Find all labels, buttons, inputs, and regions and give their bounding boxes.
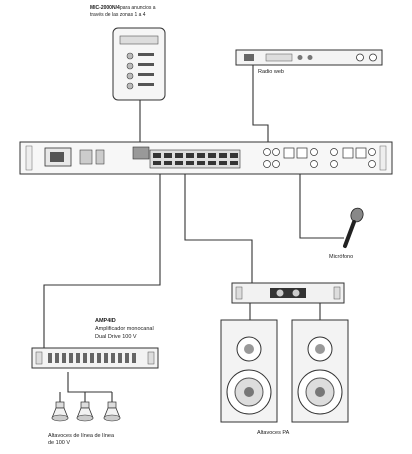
cable-radio-to-mixer (252, 65, 269, 148)
web-radio-unit (235, 49, 383, 66)
web-radio-label: Radio web (258, 69, 284, 75)
pa-speaker-right (291, 319, 349, 423)
line-speakers-label-1: Altavoces de línea de línea (48, 433, 115, 439)
line-speakers-label-2: de 100 V (48, 440, 70, 446)
mixer-rack-unit (19, 141, 393, 175)
pa-amplifier (231, 282, 345, 304)
line-speaker-1 (51, 401, 69, 422)
pa-speakers-label: Altavoces PA (257, 430, 290, 436)
handheld-microphone (343, 207, 364, 248)
pa-speaker-left (220, 319, 278, 423)
cable-mixer-to-pa-amp (184, 172, 253, 283)
line-speaker-3 (103, 401, 121, 422)
line-speaker-2 (76, 401, 94, 422)
paging-station (112, 27, 166, 101)
amp4id-amplifier (31, 347, 159, 369)
amplifier-model: AMP4ID (95, 318, 116, 324)
amplifier-description-2: Dual Drive 100 V (95, 334, 137, 340)
paging-station-caption-2: través de las zonas 1 a 4 (90, 12, 146, 18)
paging-station-caption-1: para anuncios a (120, 5, 156, 11)
microphone-label: Micrófono (329, 254, 353, 260)
cable-amp-to-line-speakers (67, 372, 112, 393)
cable-mic-to-mixer (299, 172, 344, 239)
amplifier-description-1: Amplificador monocanal (95, 326, 154, 332)
cable-mixer-to-amp (43, 172, 161, 348)
paging-station-model: MIC-2000N/4 (90, 5, 120, 11)
